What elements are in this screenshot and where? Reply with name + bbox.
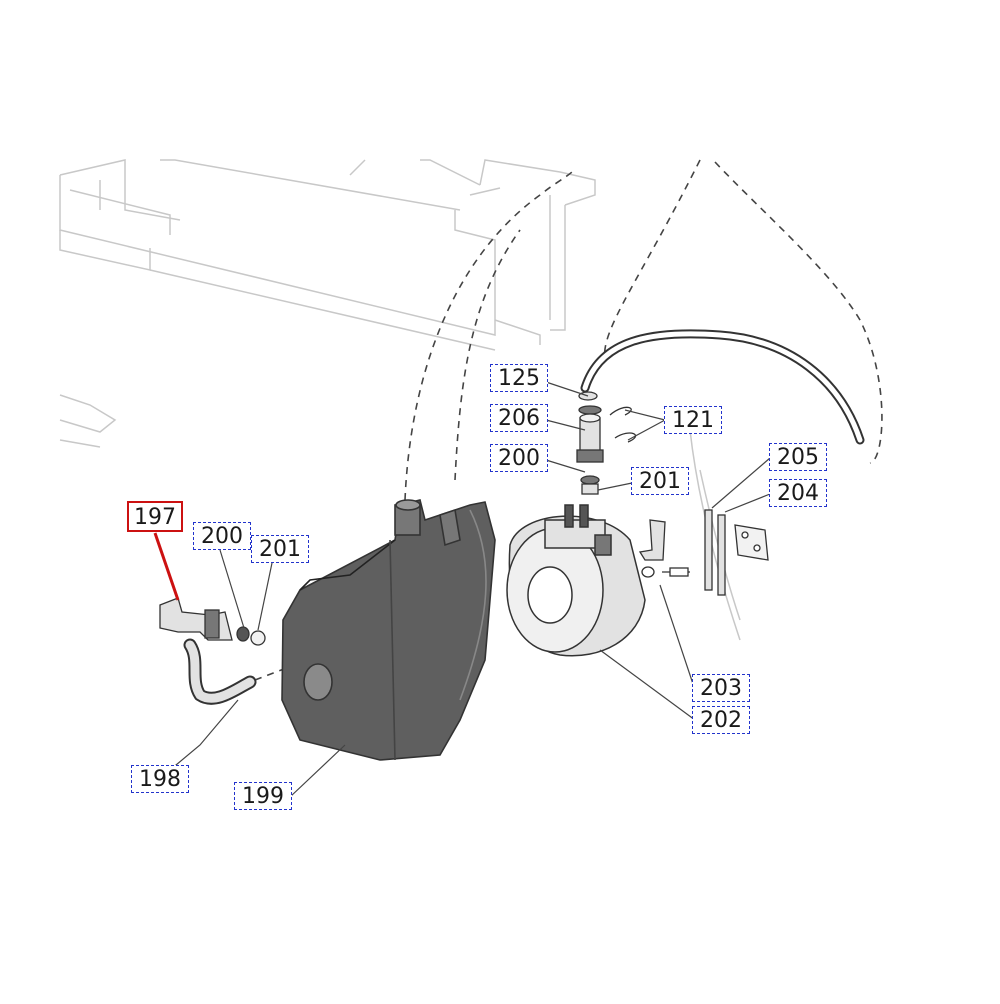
leader-lines (157, 381, 771, 798)
hose-121 (580, 329, 865, 445)
callout-197-selected[interactable]: 197 (127, 501, 183, 532)
callout-200-top[interactable]: 200 (490, 444, 548, 472)
connector-197 (159, 597, 266, 646)
callout-121[interactable]: 121 (664, 406, 722, 434)
callout-206[interactable]: 206 (490, 404, 548, 432)
callout-202[interactable]: 202 (692, 706, 750, 734)
callout-125[interactable]: 125 (490, 364, 548, 392)
callout-200-left[interactable]: 200 (193, 522, 251, 550)
bracket-203 (638, 519, 690, 578)
valve-stack (576, 391, 636, 495)
callout-199[interactable]: 199 (234, 782, 292, 810)
callout-201-top[interactable]: 201 (631, 467, 689, 495)
hose-198 (183, 638, 257, 705)
rods-205-204 (704, 509, 769, 596)
callout-201-left[interactable]: 201 (251, 535, 309, 563)
callout-205[interactable]: 205 (769, 443, 827, 471)
selected-leader-line (153, 532, 180, 601)
callout-203[interactable]: 203 (692, 674, 750, 702)
callout-198[interactable]: 198 (131, 765, 189, 793)
pump-housing-202 (506, 504, 646, 657)
callout-204[interactable]: 204 (769, 479, 827, 507)
water-tank-199 (281, 499, 496, 761)
